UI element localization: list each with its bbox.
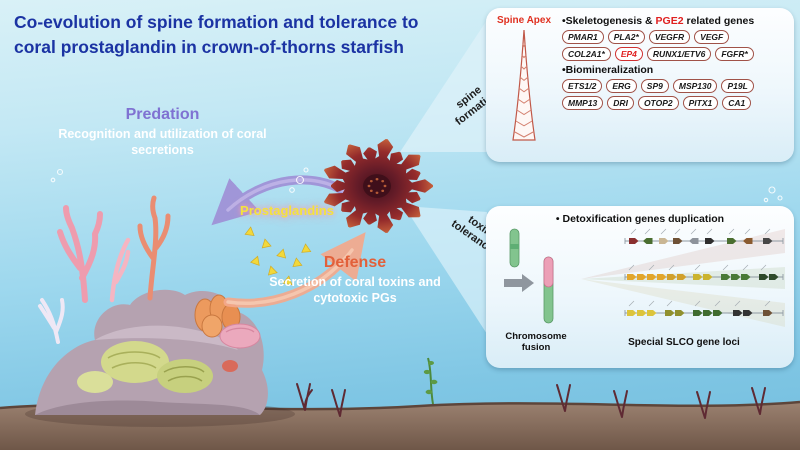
detoxification-panel: • Detoxification genes duplication Chrom… bbox=[486, 206, 794, 368]
skeleto-header-prefix: •Skeletogenesis & bbox=[562, 15, 656, 27]
gene-chip-dri: DRI bbox=[607, 96, 634, 110]
defense-subtitle: Secretion of coral toxins and cytotoxic … bbox=[269, 275, 441, 305]
seaweed bbox=[296, 383, 766, 419]
predation-label: Predation bbox=[125, 106, 200, 123]
coral-reef bbox=[25, 195, 295, 427]
figure-title-line1: Co-evolution of spine formation and tole… bbox=[14, 12, 419, 32]
gene-chip-vegf: VEGF bbox=[694, 30, 730, 44]
gene-chip-sp9: SP9 bbox=[640, 79, 669, 93]
pink-branching-coral bbox=[57, 205, 103, 303]
slco-loci-caption: Special SLCO gene loci bbox=[628, 337, 740, 348]
defense-block: Defense Secretion of coral toxins and cy… bbox=[265, 254, 445, 306]
red-knob-coral bbox=[222, 360, 238, 372]
gene-chip-vegfr: VEGFR bbox=[648, 30, 691, 44]
skeleto-header-suffix: related genes bbox=[683, 15, 755, 27]
gene-chip-ca1: CA1 bbox=[722, 96, 752, 110]
starfish-illustration bbox=[320, 137, 433, 235]
pge2-highlight: PGE2 bbox=[655, 15, 684, 27]
spine-column: Spine Apex bbox=[486, 8, 562, 162]
green-seaweed bbox=[423, 357, 438, 405]
figure-title-line2: coral prostaglandin in crown-of-thorns s… bbox=[14, 36, 404, 57]
gene-chip-pitx1: PITX1 bbox=[682, 96, 719, 110]
beam-to-bottom-panel bbox=[404, 206, 487, 334]
fusion-arrow-icon bbox=[504, 274, 534, 292]
spine-illustration bbox=[512, 29, 536, 141]
gene-chip-col2a1: COL2A1* bbox=[562, 47, 611, 61]
gene-chip-erg: ERG bbox=[606, 79, 637, 93]
white-branching-coral bbox=[38, 298, 65, 344]
biominer-gene-row-2: MMP13 DRI OTOP2 PITX1 CA1 bbox=[562, 96, 788, 110]
gene-chip-runx1-etv6: RUNX1/ETV6 bbox=[646, 47, 712, 61]
gene-chip-otop2: OTOP2 bbox=[637, 96, 679, 110]
predation-block: Predation Recognition and utilization of… bbox=[55, 106, 270, 158]
skeletogenesis-header: •Skeletogenesis & PGE2 related genes bbox=[562, 15, 788, 27]
slco-gene-loci-illustration bbox=[581, 228, 785, 327]
detoxification-header: • Detoxification genes duplication bbox=[555, 213, 725, 225]
defense-label: Defense bbox=[323, 254, 387, 271]
gene-chip-pla2: PLA2* bbox=[607, 30, 645, 44]
genes-column: •Skeletogenesis & PGE2 related genes PMA… bbox=[562, 8, 794, 162]
skeleto-gene-row-1: PMAR1 PLA2* VEGFR VEGF bbox=[562, 30, 788, 44]
gene-chip-p19l: P19L bbox=[721, 79, 754, 93]
spine-genes-panel: Spine Apex •Skeletogenesis & PGE2 relate… bbox=[486, 8, 794, 162]
spine-apex-label: Spine Apex bbox=[496, 15, 552, 26]
detoxification-content: Chromosome fusion bbox=[486, 225, 794, 354]
gene-chip-msp130: MSP130 bbox=[672, 79, 718, 93]
prostaglandins-label: Prostaglandins bbox=[240, 203, 334, 218]
bubbles bbox=[50, 167, 783, 203]
chromosome-illustration bbox=[504, 228, 554, 324]
biomineralization-header: •Biomineralization bbox=[562, 64, 654, 76]
figure-title: Co-evolution of spine formation and tole… bbox=[14, 10, 418, 59]
gene-chip-fgfr: FGFR* bbox=[715, 47, 754, 61]
biominer-gene-row-1: ETS1/2 ERG SP9 MSP130 P19L bbox=[562, 79, 788, 93]
pink-plate-coral bbox=[219, 323, 261, 349]
skeleto-gene-row-2: COL2A1* EP4 RUNX1/ETV6 FGFR* bbox=[562, 47, 788, 61]
chromosome-column: Chromosome fusion bbox=[494, 227, 578, 354]
gene-chip-mmp13: MMP13 bbox=[562, 96, 604, 110]
slco-column: Special SLCO gene loci bbox=[578, 227, 790, 354]
gene-chip-ets12: ETS1/2 bbox=[562, 79, 603, 93]
brain-corals bbox=[77, 341, 213, 393]
salmon-branching-coral bbox=[137, 195, 171, 301]
gene-chip-pmar1: PMAR1 bbox=[562, 30, 604, 44]
gene-chip-ep4: EP4 bbox=[614, 47, 643, 61]
predation-subtitle: Recognition and utilization of coral sec… bbox=[58, 127, 267, 157]
chromosome-fusion-caption: Chromosome fusion bbox=[505, 331, 567, 353]
beam-to-top-panel bbox=[400, 20, 487, 152]
